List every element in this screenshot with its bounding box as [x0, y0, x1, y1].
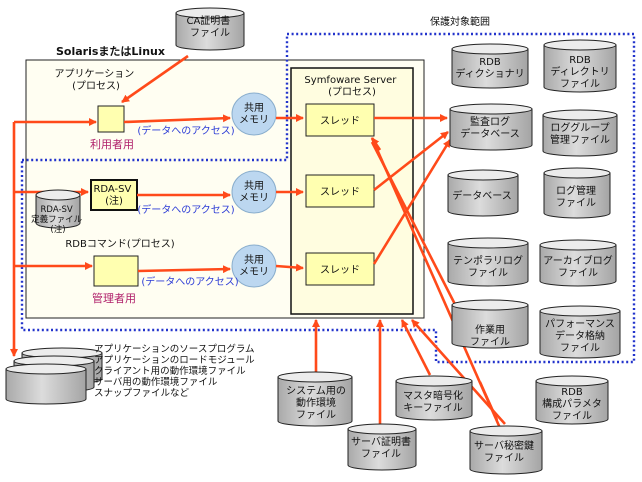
- protection-scope-label: 保護対象範囲: [430, 15, 490, 28]
- ca-cert-label: CA証明書 ファイル: [186, 14, 233, 39]
- app-title: アプリケーション (プロセス): [55, 68, 138, 92]
- svg-text:共用メモリ: 共用メモリ: [239, 254, 269, 278]
- ca-cert-cylinder: [175, 7, 245, 51]
- rda-def-file-label: RDA-SV 定義ファイル (注): [31, 205, 85, 235]
- app-process-box: [97, 105, 125, 133]
- note-item: クライアント用の動作環境ファイル: [94, 366, 246, 377]
- archive-log-cylinder: [539, 239, 617, 287]
- shared-memory-2: 共用メモリ: [231, 170, 277, 214]
- rdb-command-role-label: 管理者用: [92, 291, 136, 305]
- note-item: アプリケーションのソースプログラム: [94, 344, 255, 355]
- log-group-cylinder: [542, 109, 618, 157]
- note-item: スナップファイルなど: [94, 388, 190, 399]
- shared-memory-1: 共用メモリ: [231, 92, 277, 136]
- file-master-key-label: マスタ暗号化キーファイル: [403, 389, 463, 414]
- svg-text:スレッド: スレッド: [320, 265, 360, 276]
- file-cylinders: [5, 7, 621, 475]
- data-access-label-2: (データへのアクセス): [137, 203, 234, 216]
- server-key-cylinder: [469, 425, 543, 475]
- performance-data-cylinder: [539, 305, 621, 359]
- app-role-label: 利用者用: [90, 138, 134, 151]
- rdb-dictionary-cylinder: [451, 43, 529, 89]
- temporary-log-cylinder: [447, 237, 529, 287]
- file-log-mgmt-label: ログ管理ファイル: [556, 184, 596, 209]
- note-item: アプリケーションのロードモジュール: [94, 355, 255, 366]
- unprotected-files-list: アプリケーションのソースプログラム アプリケーションのロードモジュール クライア…: [94, 344, 294, 399]
- rdb-command-box: [93, 255, 139, 287]
- file-audit-log-db-label: 監査ログデータベース: [460, 115, 520, 140]
- file-system-env-label: システム用の動作環境ファイル: [286, 385, 346, 421]
- data-access-label-3: (データへのアクセス): [141, 275, 238, 288]
- database-cylinder: [447, 169, 519, 217]
- work-file-cylinder: [451, 299, 529, 349]
- rda-sv-title: RDA-SV (注): [93, 184, 134, 207]
- data-access-label-1: (データへのアクセス): [137, 124, 234, 137]
- svg-text:スレッド: スレッド: [320, 187, 360, 198]
- file-temporary-log-label: テンポラリログファイル: [453, 254, 523, 279]
- shared-memory-3: 共用メモリ: [231, 244, 277, 288]
- server-cert-cylinder: [347, 423, 417, 471]
- log-mgmt-cylinder: [543, 167, 611, 219]
- thread-3: スレッド: [305, 252, 375, 286]
- file-log-group-label: ロググループ管理ファイル: [550, 121, 610, 146]
- unprotected-cylinder-front: [5, 363, 87, 405]
- svg-text:共用メモリ: 共用メモリ: [239, 102, 269, 126]
- master-key-cylinder: [395, 375, 473, 421]
- thread-1: スレッド: [305, 103, 375, 137]
- file-server-key-label: サーバ秘密鍵ファイル: [474, 439, 534, 464]
- server-title: Symfoware Server (プロセス): [304, 75, 399, 98]
- audit-log-db-cylinder: [449, 103, 533, 151]
- thread-2: スレッド: [305, 174, 375, 208]
- rdb-command-title: RDBコマンド(プロセス): [65, 238, 174, 250]
- svg-text:スレッド: スレッド: [320, 116, 360, 127]
- file-archive-log-label: アーカイブログファイル: [543, 254, 612, 279]
- file-database-label: データベース: [452, 189, 512, 202]
- file-work-label: 作業用ファイル: [470, 323, 510, 348]
- rda-def-file-cylinder: [35, 189, 81, 229]
- note-item: サーバ用の動作環境ファイル: [94, 377, 218, 388]
- svg-text:共用メモリ: 共用メモリ: [239, 180, 269, 204]
- os-label: SolarisまたはLinux: [56, 45, 165, 58]
- rdb-directory-cylinder: [543, 39, 617, 93]
- rdb-config-cylinder: [535, 375, 609, 425]
- file-performance-label: パフォーマンスデータ格納ファイル: [545, 318, 615, 354]
- file-server-cert-label: サーバ証明書ファイル: [351, 435, 411, 460]
- system-env-cylinder: [277, 371, 353, 427]
